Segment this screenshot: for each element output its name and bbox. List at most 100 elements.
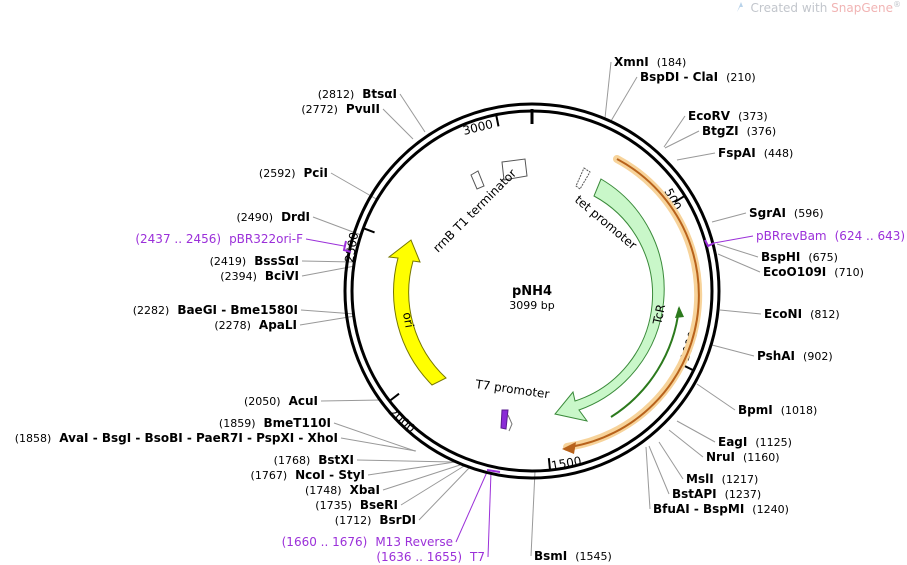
primer-label[interactable]: (1636 .. 1655)T7 <box>376 550 485 564</box>
tick-mark <box>388 392 400 402</box>
tick-mark <box>362 227 375 234</box>
primer-leader-line <box>713 235 754 244</box>
site-leader-line <box>719 309 762 315</box>
site-leader-line <box>604 61 612 119</box>
restriction-site-label[interactable]: (2419)BssSαI <box>210 254 299 268</box>
primer-label[interactable]: (1660 .. 1676)M13 Reverse <box>282 535 453 549</box>
label-ori: ori <box>400 311 416 329</box>
backbone-outer-ring <box>343 102 721 480</box>
restriction-site-label[interactable]: EagI(1125) <box>718 435 792 449</box>
site-leader-line <box>399 93 426 133</box>
rrnb-terminator-box-2[interactable] <box>501 158 528 181</box>
feature-tcr[interactable] <box>554 178 665 422</box>
restriction-site-label[interactable]: EcoRV(373) <box>688 109 768 123</box>
site-leader-line <box>664 130 700 149</box>
tick-label: 1500 <box>550 454 583 473</box>
restriction-site-label[interactable]: MslI(1217) <box>686 472 758 486</box>
tick-label: 3000 <box>461 117 494 138</box>
orf-green-arrowhead <box>675 306 684 318</box>
tick-mark <box>674 194 686 204</box>
site-leader-line <box>382 464 461 491</box>
site-leader-line <box>418 466 471 521</box>
restriction-site-label[interactable]: (1767)NcoI - StyI <box>251 468 365 482</box>
tet-promoter-arrow[interactable] <box>575 167 591 190</box>
primer-leader-line <box>487 471 492 558</box>
site-leader-line <box>676 420 716 443</box>
primer-pbr322ori-f-mark[interactable] <box>342 240 352 253</box>
site-leader-line <box>658 441 684 480</box>
restriction-site-label[interactable]: (2592)PciI <box>259 166 328 180</box>
watermark-brand: SnapGene <box>831 1 893 15</box>
tick-label: 2500 <box>342 231 361 264</box>
tick-label: 2000 <box>386 405 418 436</box>
primer-leader-line <box>305 238 345 247</box>
site-leader-line <box>333 422 416 452</box>
tick-mark <box>495 114 500 127</box>
primer-pbrrevbam-mark[interactable] <box>704 239 715 248</box>
primer-label[interactable]: pBRrevBam(624 .. 643) <box>756 229 905 243</box>
site-leader-line <box>320 399 383 402</box>
restriction-site-label[interactable]: (1859)BmeT110I <box>219 416 331 430</box>
site-leader-line <box>648 445 670 495</box>
site-leader-line <box>301 260 355 263</box>
label-tcr: TcR <box>650 303 668 327</box>
restriction-site-label[interactable]: BspHI(675) <box>761 250 838 264</box>
site-leader-line <box>340 437 417 452</box>
snapgene-logo-icon <box>736 2 743 12</box>
restriction-site-label[interactable]: EcoNI(812) <box>764 307 840 321</box>
label-t7-promoter: T7 promoter <box>474 377 551 401</box>
site-leader-line <box>382 108 414 140</box>
restriction-site-label[interactable]: BstAPI(1237) <box>672 487 761 501</box>
restriction-site-label[interactable]: BspDI - ClaI(210) <box>640 70 756 84</box>
feature-ori[interactable] <box>387 239 447 386</box>
site-leader-line <box>676 152 716 161</box>
restriction-site-label[interactable]: BpmI(1018) <box>738 403 817 417</box>
site-leader-line <box>696 383 736 411</box>
restriction-site-label[interactable]: (1748)XbaI <box>305 483 380 497</box>
watermark-prefix: Created with <box>750 1 832 15</box>
site-leader-line <box>711 212 747 223</box>
site-leader-line <box>400 465 465 506</box>
primer-label[interactable]: (2437 .. 2456)pBR322ori-F <box>135 232 303 246</box>
primer-m13-mark[interactable] <box>486 469 501 473</box>
site-leader-line <box>717 253 761 273</box>
restriction-site-label[interactable]: (2278)ApaLI <box>214 318 297 332</box>
restriction-site-label[interactable]: EcoO109I(710) <box>763 265 864 279</box>
watermark-reg: ® <box>893 0 901 9</box>
plasmid-name: pNH4 <box>512 284 552 299</box>
restriction-site-label[interactable]: (2772)PvuII <box>301 102 380 116</box>
restriction-site-label[interactable]: (2490)DrdI <box>236 210 310 224</box>
restriction-site-label[interactable]: (1712)BsrDI <box>335 513 416 527</box>
restriction-site-label[interactable]: PshAI(902) <box>757 349 833 363</box>
restriction-site-label[interactable]: BsmI(1545) <box>534 549 612 563</box>
restriction-site-label[interactable]: NruI(1160) <box>706 450 780 464</box>
restriction-site-label[interactable]: SgrAI(596) <box>749 206 824 220</box>
site-leader-line <box>367 461 456 476</box>
site-leader-line <box>356 459 454 463</box>
site-labels: XmnI(184)BspDI - ClaI(210) EcoRV(373)BtgZ… <box>15 55 905 564</box>
plasmid-length: 3099 bp <box>509 299 554 312</box>
restriction-site-label[interactable]: BfuAI - BspMI(1240) <box>653 502 789 516</box>
restriction-site-label[interactable]: (2394)BciVI <box>220 269 299 283</box>
site-leader-line <box>668 429 704 458</box>
restriction-site-label[interactable]: (2282)BaeGI - Bme1580I <box>133 303 298 317</box>
t7-promoter-arrow[interactable] <box>500 409 509 430</box>
restriction-site-label[interactable]: (1858)AvaI - BsgI - BsoBI - PaeR7I - Psp… <box>15 431 338 445</box>
tcr-orf-arc-core <box>569 158 700 448</box>
primer-leader-line <box>455 471 488 543</box>
restriction-site-label[interactable]: (2812)BtsαI <box>318 87 397 101</box>
site-leader-line <box>610 76 638 122</box>
orf-green-arc[interactable] <box>610 307 680 418</box>
restriction-site-label[interactable]: BtgZI(376) <box>702 124 776 138</box>
restriction-site-label[interactable]: (2050)AcuI <box>244 394 318 408</box>
site-leader-line <box>645 446 651 510</box>
restriction-site-label[interactable]: (1735)BseRI <box>315 498 398 512</box>
site-leader-line <box>716 243 759 258</box>
snapgene-watermark: Created with SnapGene® <box>735 0 901 15</box>
restriction-site-label[interactable]: (1768)BstXI <box>274 453 354 467</box>
restriction-site-label[interactable]: FspAI(448) <box>718 146 793 160</box>
t7-promoter-outline <box>507 414 513 432</box>
rrnb-terminator-box-1[interactable] <box>470 170 485 190</box>
restriction-site-label[interactable]: XmnI(184) <box>614 55 686 69</box>
